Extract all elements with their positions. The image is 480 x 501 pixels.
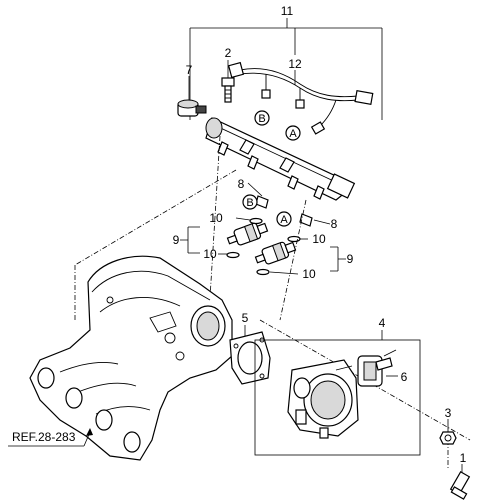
- ref-arrow: [8, 428, 93, 447]
- callout-10-c: 10: [312, 232, 326, 246]
- part-5-gasket: [229, 325, 271, 385]
- part-7-regulator: [177, 76, 207, 117]
- marker-a-mid: A: [276, 211, 292, 227]
- marker-a-top-label: A: [289, 128, 297, 140]
- reference-label: REF.28-283: [12, 430, 76, 444]
- part-4-bracket-box: [254, 330, 421, 456]
- part-10-o-rings: [218, 217, 308, 276]
- callout-11: 11: [281, 4, 294, 18]
- callout-9-left: 9: [173, 233, 180, 247]
- callout-7: 7: [186, 63, 193, 77]
- callout-3: 3: [445, 406, 452, 420]
- fuel-rail: [205, 117, 356, 201]
- marker-a-mid-label: A: [280, 214, 288, 226]
- callout-8-right: 8: [331, 217, 338, 231]
- part-6-sensor: [357, 349, 398, 387]
- callout-10-d: 10: [302, 267, 316, 281]
- marker-a-top: A: [285, 125, 301, 141]
- callout-1: 1: [460, 451, 467, 465]
- callout-10-a: 10: [209, 211, 223, 225]
- part-12-harness: [227, 61, 374, 135]
- callout-12: 12: [288, 57, 302, 71]
- marker-b-top: B: [254, 110, 270, 126]
- bracket-11: [189, 18, 383, 120]
- callout-5: 5: [242, 311, 249, 325]
- throttle-body: [287, 359, 359, 439]
- part-1-bolt: [449, 464, 471, 500]
- callout-6: 6: [401, 370, 408, 384]
- callout-4: 4: [379, 316, 386, 330]
- callout-8-left: 8: [238, 177, 245, 191]
- marker-b-mid-label: B: [246, 197, 253, 209]
- marker-b-mid: B: [242, 194, 258, 210]
- part-8-clips: [247, 182, 331, 227]
- marker-b-top-label: B: [258, 113, 265, 125]
- callout-10-b: 10: [203, 247, 217, 261]
- intake-manifold: [29, 255, 233, 461]
- callout-9-right: 9: [347, 252, 354, 266]
- callout-2: 2: [225, 46, 232, 60]
- part-2-bolt: [221, 60, 235, 103]
- part-3-nut: [439, 419, 457, 445]
- part-9-injectors: [180, 222, 346, 272]
